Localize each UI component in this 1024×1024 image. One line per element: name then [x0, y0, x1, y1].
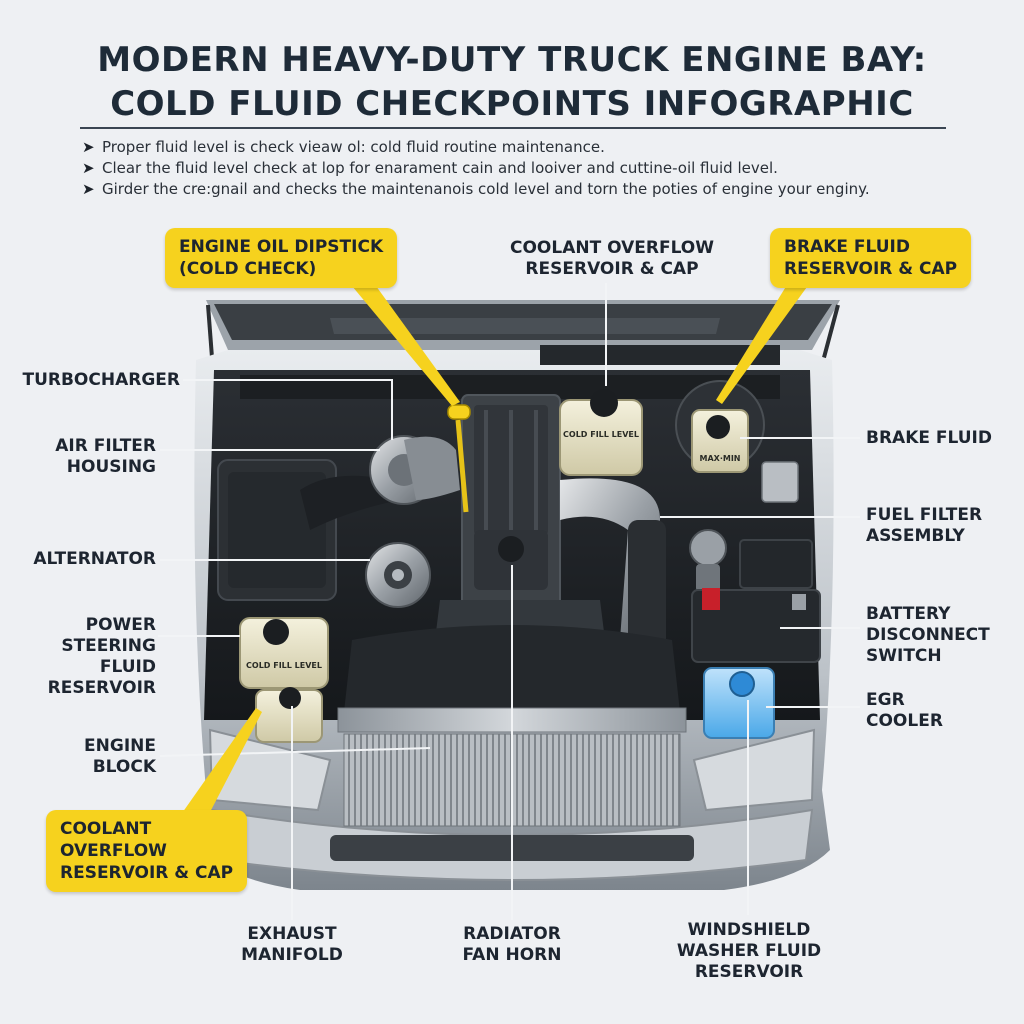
callout-brake-fluid-reservoir: BRAKE FLUID RESERVOIR & CAP: [770, 228, 972, 288]
alternator: [365, 542, 431, 608]
label-coolant-overflow-top: COOLANT OVERFLOW RESERVOIR & CAP: [509, 238, 714, 279]
brake-max-min-mark: MAX·MIN: [700, 454, 741, 463]
page-title: MODERN HEAVY-DUTY TRUCK ENGINE BAY: COLD…: [0, 38, 1024, 126]
coolant-bottom-pointer: [180, 708, 262, 816]
label-fuel-filter-assembly: FUEL FILTER ASSEMBLY: [866, 505, 983, 546]
brake-master-cylinder: MAX·MIN: [675, 380, 799, 503]
coolant-reservoir-top: COLD FILL LEVEL: [559, 389, 643, 476]
leader-lines: [158, 283, 860, 920]
coolant-top-fill-mark: COLD FILL LEVEL: [563, 430, 639, 439]
label-windshield-washer-reservoir: WINDSHIELD WASHER FLUID RESERVOIR: [676, 920, 822, 982]
label-radiator-fan-horn: RADIATOR FAN HORN: [462, 924, 562, 965]
bullet-arrow-icon: ➤: [82, 159, 95, 177]
callout-pointers: [180, 280, 812, 816]
oil-dipstick: [447, 404, 471, 513]
title-line-1: MODERN HEAVY-DUTY TRUCK ENGINE BAY:: [97, 40, 927, 80]
fuel-filter-assembly: [689, 529, 727, 592]
battery: [691, 539, 821, 663]
coolant-reservoir-bottom: [255, 687, 323, 743]
dipstick-pointer: [352, 286, 460, 406]
bullet-arrow-icon: ➤: [82, 138, 95, 156]
callout-engine-oil-dipstick: ENGINE OIL DIPSTICK (COLD CHECK): [165, 228, 398, 288]
label-engine-block: ENGINE BLOCK: [84, 736, 156, 777]
title-divider: [80, 127, 946, 129]
intro-bullet: ➤Clear the fluid level check at lop for …: [82, 159, 778, 177]
bullet-arrow-icon: ➤: [82, 180, 95, 198]
charge-air-pipe: [560, 478, 666, 650]
label-egr-cooler: EGR COOLER: [866, 690, 943, 731]
power-steering-fill-mark: COLD FILL LEVEL: [246, 661, 322, 670]
battery-positive-cap: [702, 588, 720, 610]
power-steering-reservoir: COLD FILL LEVEL: [239, 617, 329, 689]
label-alternator: ALTERNATOR: [33, 549, 156, 569]
engine-block: [430, 394, 610, 680]
intro-bullet: ➤Girder the cre:gnail and checks the mai…: [82, 180, 870, 198]
label-turbocharger: TURBOCHARGER: [22, 370, 180, 390]
intro-bullet: ➤Proper fluid level is check vieaw ol: c…: [82, 138, 605, 156]
label-power-steering-reservoir: POWER STEERING FLUID RESERVOIR: [47, 615, 156, 698]
label-exhaust-manifold: EXHAUST MANIFOLD: [241, 924, 343, 965]
label-battery-disconnect-switch: BATTERY DISCONNECT SWITCH: [866, 604, 990, 666]
intro-bullet-list: ➤Proper fluid level is check vieaw ol: c…: [82, 137, 952, 200]
title-line-2: COLD FLUID CHECKPOINTS INFOGRAPHIC: [110, 84, 914, 124]
label-air-filter-housing: AIR FILTER HOUSING: [55, 436, 156, 477]
turbocharger: [369, 435, 460, 505]
label-brake-fluid: BRAKE FLUID: [866, 428, 992, 448]
washer-fluid-reservoir: [703, 667, 775, 739]
brake-reservoir-pointer: [716, 280, 812, 404]
callout-coolant-overflow-reservoir: COOLANT OVERFLOW RESERVOIR & CAP: [46, 810, 248, 892]
